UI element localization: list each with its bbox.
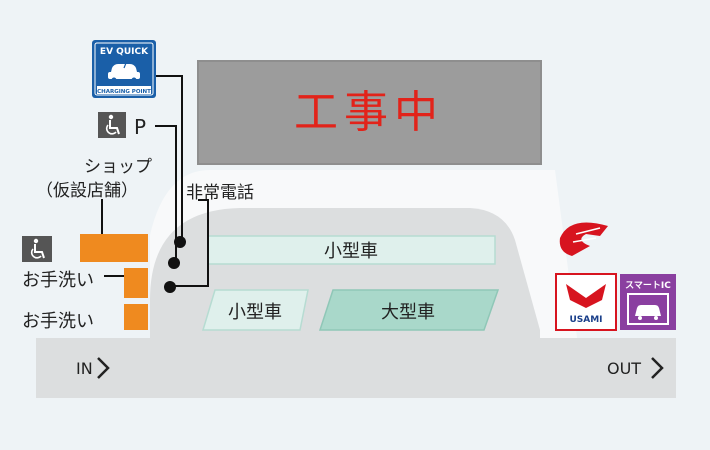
shop-subtitle-label: （仮設店舗）	[36, 181, 138, 201]
ev-quick-sign: EV QUICK CHARGING POINT	[92, 40, 156, 98]
parking-lot-label: 大型車	[381, 302, 435, 323]
ev-sign-title: EV QUICK	[100, 47, 149, 57]
construction-area-inner	[199, 62, 540, 163]
shop-label: ショップ	[84, 157, 152, 177]
road	[36, 338, 676, 398]
toilet-block-1	[124, 268, 148, 298]
in-arrow-icon	[97, 357, 110, 379]
accessible-parking-point	[168, 257, 180, 269]
ev-car-icon	[108, 57, 140, 83]
shop-block	[80, 234, 148, 262]
parking-lot-large	[318, 289, 500, 331]
parking-lot-small-bottom	[201, 289, 309, 331]
ev-sign-subtitle: CHARGING POINT	[97, 89, 151, 95]
emergency-phone-point	[164, 281, 176, 293]
parking-lot-label: 小型車	[324, 241, 378, 262]
construction-text: 工事中	[294, 87, 444, 138]
wheelchair-icon	[98, 112, 126, 138]
leader-lines	[101, 75, 209, 287]
out-arrow-icon	[651, 357, 664, 379]
toilet-block-2	[124, 304, 148, 330]
brand-logo-icon	[559, 222, 608, 256]
smart-ic-text: スマートIC	[625, 280, 671, 291]
parking-lot-label: 小型車	[228, 302, 282, 323]
toilet-label-1: お手洗い	[22, 270, 94, 291]
usami-logo-icon: USAMI	[555, 273, 617, 331]
emergency-phone-label: 非常電話	[186, 183, 254, 203]
ev-charger-point	[174, 236, 186, 248]
wheelchair-icon	[22, 236, 52, 262]
parking-p-label: P	[134, 115, 146, 139]
smart-ic-icon: スマートIC	[620, 274, 676, 330]
usami-logo-text: USAMI	[569, 315, 602, 325]
in-label: IN	[76, 359, 93, 378]
out-label: OUT	[607, 359, 641, 378]
toilet-label-2: お手洗い	[22, 311, 94, 332]
